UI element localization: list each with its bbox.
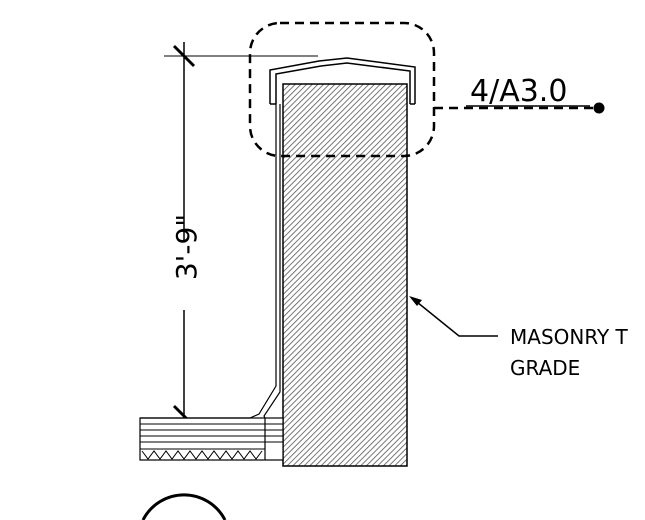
cap-flashing [269,57,416,105]
detail-title-bubble [141,493,227,520]
note-line-1: MASONRY T [510,325,629,349]
height-dimension-label: 3'-9" [170,214,203,280]
base-flashing [140,104,281,419]
roof-deck [139,417,284,461]
note-line-2: GRADE [510,356,580,380]
detail-callout-label: 4/A3.0 [470,74,567,109]
note-leader [411,297,498,337]
callout-dot [593,102,605,114]
note-arrowhead [409,296,422,306]
masonry-wall [282,83,408,467]
detail-enclosure [248,21,436,158]
